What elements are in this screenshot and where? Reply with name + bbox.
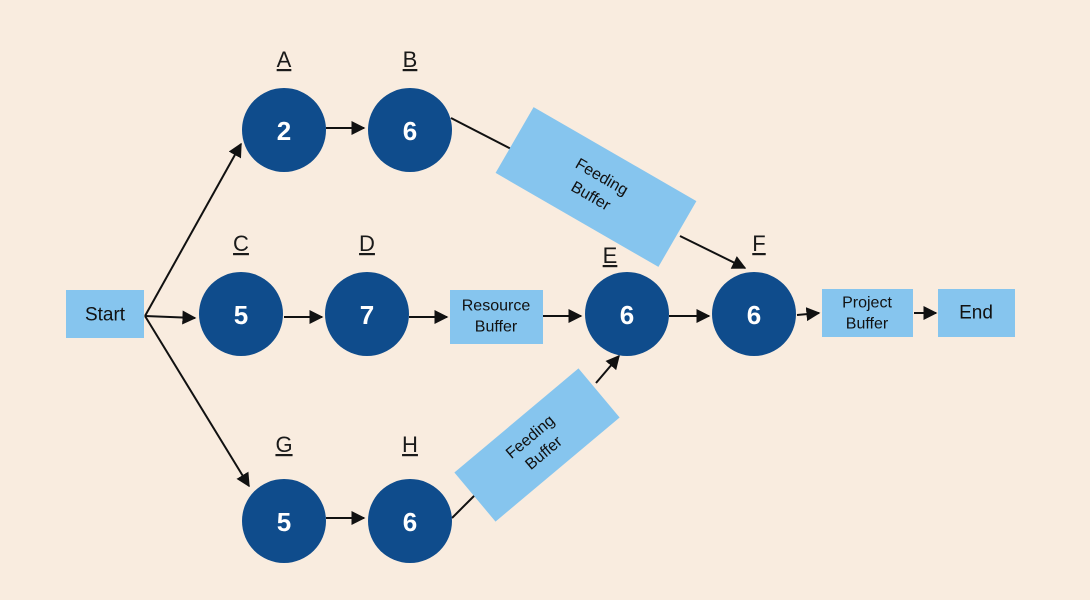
task-f-value: 6 [747, 300, 761, 330]
edge-b-feeding [450, 117, 514, 151]
task-f: F 6 [712, 231, 796, 356]
task-e-letter: E [603, 243, 618, 268]
task-g-value: 5 [277, 507, 291, 537]
task-a-value: 2 [277, 116, 291, 146]
task-h-value: 6 [403, 507, 417, 537]
task-a: A 2 [242, 47, 326, 172]
project-buffer-line2: Buffer [846, 316, 889, 333]
task-c-letter: C [233, 231, 249, 256]
start-node: Start [66, 290, 144, 338]
project-buffer: Project Buffer [822, 289, 913, 337]
task-d-value: 7 [360, 300, 374, 330]
edge-start-c [144, 310, 197, 325]
resource-buffer: Resource Buffer [450, 290, 543, 344]
edge-start-a [144, 142, 242, 317]
edge-feeding-e [595, 354, 620, 384]
feeding-buffer-bottom: Feeding Buffer [454, 368, 620, 522]
edge-start-g [144, 315, 250, 488]
project-buffer-line1: Project [842, 295, 892, 312]
task-e-value: 6 [620, 300, 634, 330]
task-e: E 6 [585, 243, 669, 356]
edge-feeding-f [679, 235, 747, 269]
resource-buffer-line2: Buffer [475, 319, 518, 336]
start-label: Start [85, 305, 126, 326]
task-b: B 6 [368, 47, 452, 172]
task-f-letter: F [752, 231, 765, 256]
task-a-letter: A [277, 47, 292, 72]
resource-buffer-line1: Resource [462, 298, 531, 315]
task-g-letter: G [275, 432, 292, 457]
task-h: H 6 [368, 432, 452, 563]
task-b-value: 6 [403, 116, 417, 146]
edge-f-project [796, 307, 821, 322]
task-d: D 7 [325, 231, 409, 356]
task-g: G 5 [242, 432, 326, 563]
task-h-letter: H [402, 432, 418, 457]
task-c-value: 5 [234, 300, 248, 330]
end-node: End [938, 289, 1015, 337]
task-d-letter: D [359, 231, 375, 256]
task-b-letter: B [403, 47, 418, 72]
feeding-buffer-top: Feeding Buffer [495, 107, 697, 267]
end-label: End [959, 303, 993, 324]
task-c: C 5 [199, 231, 283, 356]
